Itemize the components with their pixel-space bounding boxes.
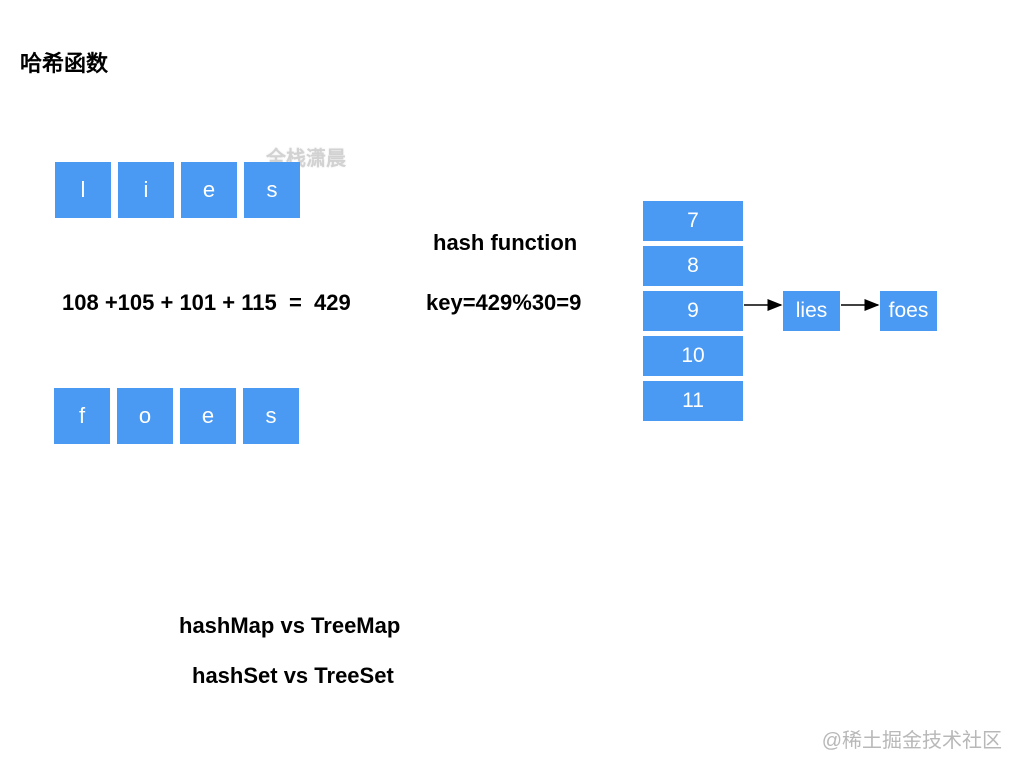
hash-function-label: hash function [433,230,578,255]
letter-cell: s [243,388,299,444]
bucket-11: 11 [643,381,743,421]
letter-cell: e [180,388,236,444]
chain-node-foes: foes [880,291,937,331]
chain-node-lies: lies [783,291,840,331]
compare-hashmap-treemap: hashMap vs TreeMap [179,613,401,638]
bucket-7: 7 [643,201,743,241]
key-expression: key=429%30=9 [426,290,582,315]
letter-cell: i [118,162,174,218]
letter-cell: f [54,388,110,444]
ascii-sum-expression: 108 +105 + 101 + 115 = 429 [62,290,351,315]
page-title: 哈希函数 [20,51,109,76]
bucket-8: 8 [643,246,743,286]
watermark-bottom: @稀土掘金技术社区 [821,730,1002,752]
bucket-10: 10 [643,336,743,376]
bucket-9: 9 [643,291,743,331]
letter-cell: o [117,388,173,444]
letter-cell: s [244,162,300,218]
letter-cell: l [55,162,111,218]
letter-cell: e [181,162,237,218]
compare-hashset-treeset: hashSet vs TreeSet [192,663,394,688]
